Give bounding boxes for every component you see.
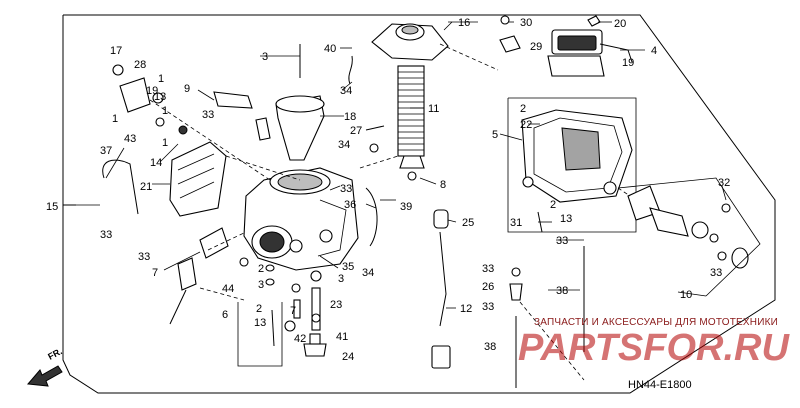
spring-11 (397, 65, 425, 157)
callout-20: 20 (614, 18, 626, 30)
callout-33d: 33 (138, 251, 150, 263)
callout-33i: 33 (710, 267, 722, 279)
float-bowl (507, 97, 637, 233)
callout-27: 27 (350, 125, 362, 137)
callout-30: 30 (520, 17, 532, 29)
callout-15: 15 (46, 201, 58, 213)
callout-32: 32 (718, 177, 730, 189)
callout-5: 5 (492, 129, 498, 141)
callout-40: 40 (324, 43, 336, 55)
callout-38a: 38 (484, 341, 496, 353)
callout-1a: 1 (158, 73, 164, 85)
callout-29: 29 (530, 41, 542, 53)
callout-41: 41 (336, 331, 348, 343)
callout-33g: 33 (482, 301, 494, 313)
callout-17: 17 (110, 45, 122, 57)
callout-31: 31 (510, 217, 522, 229)
callout-24: 24 (342, 351, 354, 363)
float-parts (431, 209, 585, 388)
watermark-logo: PARTSFOR.RU (518, 327, 790, 369)
top-right-parts (499, 15, 633, 77)
callout-3c: 3 (338, 273, 344, 285)
throttle-parts (213, 44, 385, 161)
callout-13c: 13 (560, 213, 572, 225)
leader-lines (76, 21, 727, 381)
callout-2b: 2 (256, 303, 262, 315)
callout-10: 10 (680, 289, 692, 301)
callout-11: 11 (428, 103, 439, 115)
callout-42: 42 (294, 333, 306, 345)
callout-34a: 34 (340, 85, 352, 97)
watermark-tagline: ЗАПЧАСТИ И АКСЕССУАРЫ ДЛЯ МОТОТЕХНИКИ (534, 317, 778, 328)
callout-37: 37 (100, 145, 112, 157)
callout-3b: 3 (258, 279, 264, 291)
jets-group (237, 257, 327, 367)
callout-44: 44 (222, 283, 234, 295)
callout-25: 25 (462, 217, 474, 229)
callout-7a: 7 (152, 267, 158, 279)
callout-33b: 33 (202, 109, 214, 121)
callout-2a: 2 (258, 263, 264, 275)
callout-33f: 33 (482, 263, 494, 275)
hoses (365, 187, 378, 247)
callout-4: 4 (651, 45, 657, 57)
callout-26: 26 (482, 281, 494, 293)
callout-28: 28 (134, 59, 146, 71)
callout-34c: 34 (362, 267, 374, 279)
callout-19b: 19 (146, 85, 158, 97)
callout-16: 16 (458, 17, 470, 29)
callout-13a: 13 (154, 91, 166, 103)
diaphragm-assembly (348, 23, 449, 181)
callout-1c: 1 (162, 105, 168, 117)
right-valve-assembly (617, 177, 761, 297)
callout-35: 35 (342, 261, 354, 273)
diagram-code: HN44-E1800 (628, 379, 692, 391)
callout-2d: 2 (550, 199, 556, 211)
callout-23: 23 (330, 299, 342, 311)
callout-21: 21 (140, 181, 152, 193)
diagram-frame (62, 14, 776, 394)
callout-13b: 13 (254, 317, 266, 329)
callout-2c: 2 (520, 103, 526, 115)
accelerator-pump (112, 64, 188, 135)
callout-36: 36 (344, 199, 356, 211)
callout-8: 8 (440, 179, 446, 191)
callout-12: 12 (460, 303, 472, 315)
callout-6: 6 (222, 309, 228, 321)
callout-39: 39 (400, 201, 412, 213)
front-label: FR. (46, 346, 63, 362)
callout-33h: 33 (556, 235, 568, 247)
callout-3a: 3 (262, 51, 268, 63)
callout-18: 18 (344, 111, 356, 123)
callout-22: 22 (520, 119, 532, 131)
callout-14: 14 (150, 157, 162, 169)
front-arrow: FR. (26, 346, 64, 387)
watermark: ЗАПЧАСТИ И АКСЕССУАРЫ ДЛЯ МОТОТЕХНИКИ PA… (518, 317, 790, 369)
callout-34b: 34 (338, 139, 350, 151)
callout-9: 9 (184, 83, 190, 95)
callout-19: 19 (622, 57, 634, 69)
callout-38b: 38 (556, 285, 568, 297)
callout-33c: 33 (100, 229, 112, 241)
carburetor-body (243, 167, 359, 271)
callout-1b: 1 (112, 113, 118, 125)
callout-1d: 1 (162, 137, 168, 149)
callout-labels: 16 30 20 29 4 19 40 3 34 11 9 33 18 27 3… (46, 17, 730, 363)
callout-43: 43 (124, 133, 136, 145)
callout-7b: 7 (290, 305, 296, 317)
left-parts (102, 141, 229, 325)
callout-33e: 33 (340, 183, 352, 195)
